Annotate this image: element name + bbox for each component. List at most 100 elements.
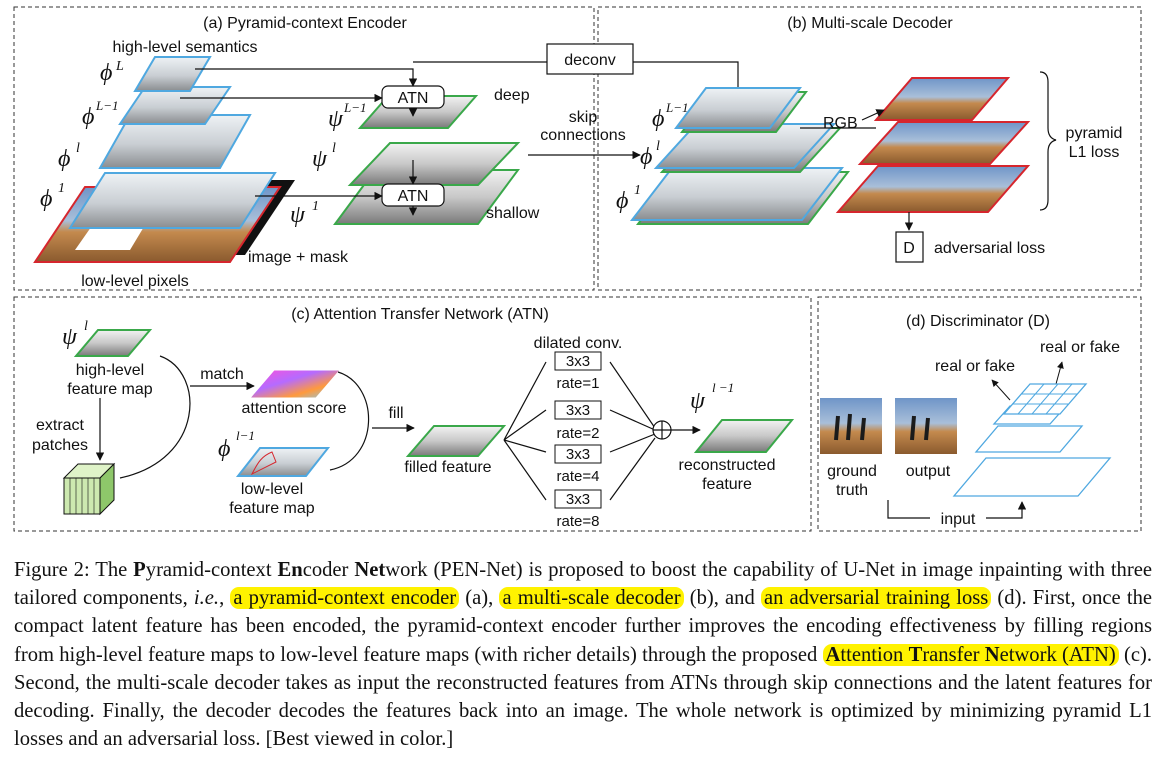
rate-label-3: rate=4 xyxy=(557,468,600,485)
recon-psi-sup: l −1 xyxy=(712,380,734,395)
dec-phi-1: ϕ xyxy=(616,188,628,214)
caption-highlight-encoder: a pyramid-context encoder xyxy=(230,587,460,610)
real-fake-label-1: real or fake xyxy=(935,358,1015,375)
psi-L1: ψ xyxy=(328,106,344,132)
d-box xyxy=(895,231,924,263)
output-figures xyxy=(910,415,930,441)
attention-score-label: attention score xyxy=(242,400,347,417)
rate-label-1: rate=1 xyxy=(557,375,600,392)
panel-a-title: (a) Pyramid-context Encoder xyxy=(203,15,407,32)
caption-en: En xyxy=(277,559,303,581)
architecture-figure: (a) Pyramid-context Encoder high-level s… xyxy=(13,6,1142,532)
atn-label-shallow: ATN xyxy=(398,188,429,205)
patch-block-lines xyxy=(69,478,95,514)
sum-plus xyxy=(653,421,671,439)
encoder-layer-1 xyxy=(68,172,277,229)
high-feature-label-2: feature map xyxy=(67,381,152,398)
rate-label-4: rate=8 xyxy=(557,513,600,530)
decoder-layer-1 xyxy=(629,167,845,221)
phi-1-sup: 1 xyxy=(58,181,65,196)
psi-1: ψ xyxy=(290,202,306,228)
branch-lines-out xyxy=(609,361,656,501)
atn-psi-l-sup: l xyxy=(84,319,88,334)
arrow-rgb-head xyxy=(861,109,885,121)
figure-caption: Figure 2: The Pyramid-context Encoder Ne… xyxy=(14,556,1152,753)
caption-highlight-decoder: a multi-scale decoder xyxy=(499,587,684,610)
panel-c-border xyxy=(13,296,812,532)
atn-low-feature-mask xyxy=(250,451,277,476)
caption-atn-a: A xyxy=(825,643,841,666)
patch-block-side xyxy=(99,462,115,516)
panel-a-border xyxy=(13,6,595,291)
match-curve xyxy=(119,355,191,479)
low-feature-label-1: low-level xyxy=(241,481,303,498)
dec-phi-L1: ϕ xyxy=(652,106,664,132)
caption-lead: Figure 2: The xyxy=(14,559,134,581)
caption-atn-n-rest: etwork (ATN) xyxy=(999,643,1116,666)
arrow-real-fake-2 xyxy=(1055,361,1064,385)
match-label: match xyxy=(200,366,244,383)
output-label: output xyxy=(906,463,951,480)
atn-psi-l: ψ xyxy=(62,324,78,350)
caption-after-ie: , xyxy=(219,587,231,610)
rate-label-2: rate=2 xyxy=(557,425,600,442)
ground-truth-figures xyxy=(834,413,866,441)
psi-l-sup: l xyxy=(332,141,336,156)
caption-atn-n: N xyxy=(984,643,1000,666)
reconstructed-label-1: reconstructed xyxy=(679,457,776,474)
caption-text-1: (a), xyxy=(459,587,500,610)
arrow-input xyxy=(986,501,1027,519)
caption-text-2: (b), and xyxy=(683,587,761,610)
kernel-box-4 xyxy=(554,489,602,509)
caption-atn-t: T xyxy=(908,643,923,666)
rgb-label: RGB xyxy=(823,115,858,132)
extract-label-2: patches xyxy=(32,437,88,454)
disc-layer-input xyxy=(952,457,1112,497)
panel-c-title: (c) Attention Transfer Network (ATN) xyxy=(291,306,549,323)
decoder-layer-l xyxy=(653,123,837,169)
ground-truth-label-1: ground xyxy=(827,463,877,480)
caption-net-rest: work (PEN-Net) is proposed to boost the … xyxy=(14,559,1152,610)
rgb-output-2 xyxy=(857,121,1031,165)
psi-l: ψ xyxy=(312,146,328,172)
kernel-label-4: 3x3 xyxy=(566,491,590,508)
pyramid-brace xyxy=(1039,71,1057,211)
caption-highlight-atn: Attention Transfer Network (ATN) xyxy=(822,643,1119,666)
caption-atn-t-rest: ransfer xyxy=(922,643,985,666)
dec-phi-l: ϕ xyxy=(640,144,652,170)
phi-L1-sup: L−1 xyxy=(95,98,119,113)
phi-l: ϕ xyxy=(58,146,70,172)
arrow-real-fake-1 xyxy=(991,379,1011,401)
deep-label: deep xyxy=(494,87,530,104)
caption-p-rest: yramid-context xyxy=(145,559,278,581)
pyramid-label: pyramid xyxy=(1066,125,1123,142)
arrow-deconv-to-decoder xyxy=(633,61,743,99)
disc-layer-2 xyxy=(974,425,1084,453)
atn-phi-l1: ϕ xyxy=(218,436,230,462)
atn-label-deep: ATN xyxy=(398,90,429,107)
ground-truth-label-2: truth xyxy=(836,482,868,499)
decoder-layer-L1 xyxy=(674,87,802,129)
psi-L1-sup: L−1 xyxy=(343,100,367,115)
high-level-label: high-level semantics xyxy=(113,39,258,56)
shallow-label: shallow xyxy=(486,205,540,222)
rgb-output-3 xyxy=(873,77,1011,121)
reconstructed-feature-map xyxy=(693,419,795,453)
phi-L-sup: L xyxy=(115,59,124,74)
caption-ie: i.e. xyxy=(193,587,220,610)
skip-label-1: skip xyxy=(569,109,598,126)
reconstructed-label-2: feature xyxy=(702,476,752,493)
input-label: input xyxy=(941,511,976,528)
psi-1-sup: 1 xyxy=(312,199,319,214)
fill-label: fill xyxy=(388,405,403,422)
encoder-layer-L xyxy=(133,56,212,92)
phi-L1: ϕ xyxy=(82,104,94,130)
caption-en-rest: coder xyxy=(302,559,355,581)
phi-L: ϕ xyxy=(100,60,112,86)
phi-l-sup: l xyxy=(76,141,80,156)
caption-net: Net xyxy=(354,559,386,581)
atn-high-feature xyxy=(73,329,153,357)
high-feature-label-1: high-level xyxy=(76,362,144,379)
filled-feature-label: filled feature xyxy=(404,459,491,476)
low-feature-label-2: feature map xyxy=(229,500,314,517)
